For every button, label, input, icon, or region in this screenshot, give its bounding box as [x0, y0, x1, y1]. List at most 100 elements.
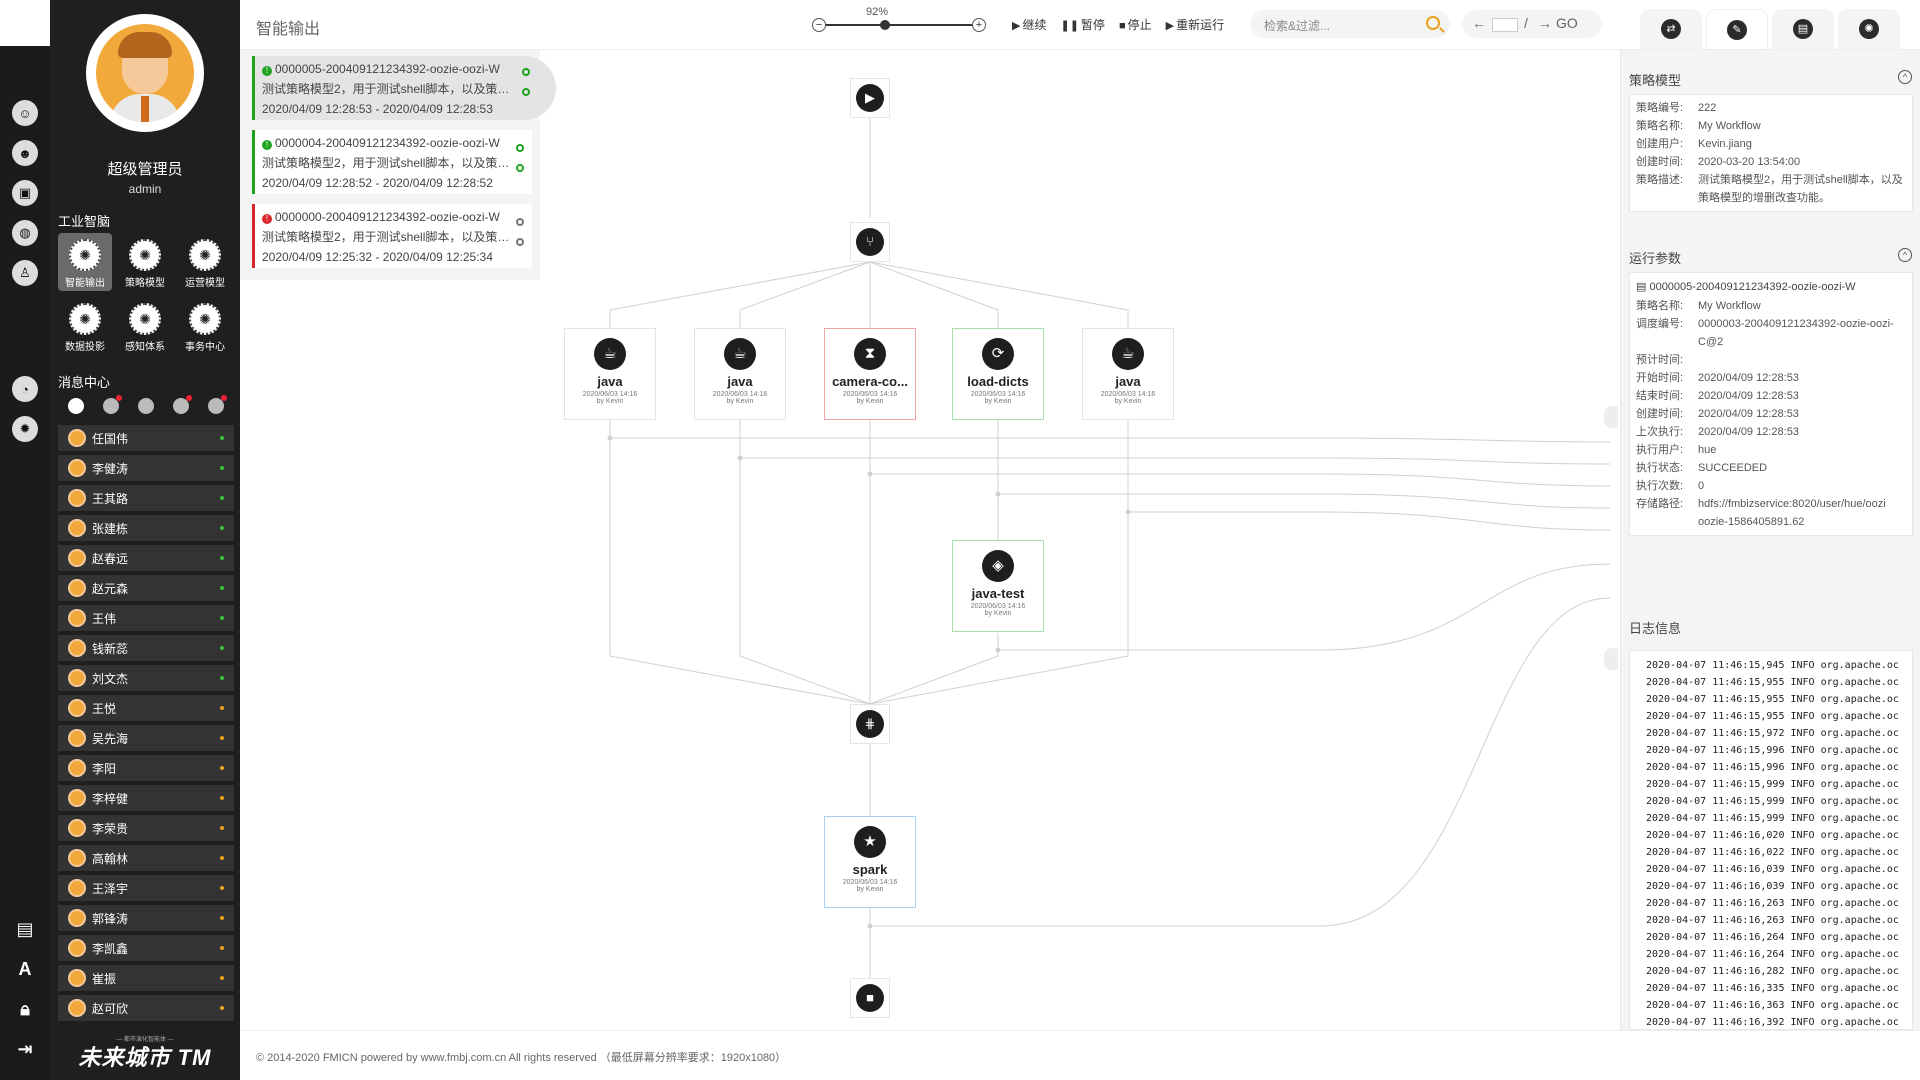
info-icon[interactable] [208, 395, 228, 414]
node-label: java [727, 374, 753, 389]
panel-handle[interactable] [1604, 406, 1618, 428]
contact-item[interactable]: 任国伟 [58, 425, 234, 451]
stop-button[interactable]: ■停止 [1119, 16, 1152, 33]
history-item[interactable]: !0000004-200409121234392-oozie-oozi-W 测试… [252, 130, 532, 194]
workflow-node-camera[interactable]: ⧗ camera-co... 2020/06/03 14:16 by Kevin [824, 328, 916, 420]
module-data-projection[interactable]: ✺数据投影 [58, 297, 112, 355]
brand-subtitle: — 都市演化智能体 — [116, 1037, 174, 1043]
translate-icon[interactable]: A [18, 958, 32, 979]
contact-item[interactable]: 李荣贵 [58, 815, 234, 841]
log-output[interactable]: 2020-04-07 11:46:15,945 INFO org.apache.… [1629, 650, 1913, 1030]
team-icon[interactable]: ☻ [12, 140, 38, 166]
tab-network[interactable]: ✺ [1838, 9, 1900, 49]
contact-name: 刘文杰 [92, 671, 129, 686]
arrow-right-icon[interactable]: → [1538, 15, 1552, 31]
tab-document[interactable]: ▤ [1772, 9, 1834, 49]
workflow-node-java-2[interactable]: ☕︎ java 2020/06/03 14:16 by Kevin [694, 328, 786, 420]
gear-icon[interactable] [522, 68, 530, 76]
pause-button[interactable]: ❚❚暂停 [1060, 16, 1104, 33]
workflow-canvas[interactable]: ▶ ⑂ ☕︎ java 2020/06/03 14:16 by Kevin ☕︎… [240, 50, 1620, 1030]
person-lock-icon[interactable]: ♙ [12, 260, 38, 286]
pause-label: 暂停 [1080, 18, 1105, 32]
collapse-icon[interactable]: ^ [1898, 248, 1912, 262]
history-item[interactable]: !0000000-200409121234392-oozie-oozi-W 测试… [252, 204, 532, 268]
node-label: spark [852, 862, 888, 877]
contact-item[interactable]: 王其路 [58, 485, 234, 511]
module-strategy[interactable]: ✺策略模型 [118, 233, 172, 291]
module-operation[interactable]: ✺运营模型 [178, 233, 232, 291]
contact-name: 李凯鑫 [92, 941, 129, 956]
contact-item[interactable]: 刘文杰 [58, 665, 234, 691]
search-box[interactable]: 检索&过滤... [1250, 10, 1450, 38]
tab-switch[interactable]: ⇄ [1640, 9, 1702, 49]
refresh-icon[interactable] [516, 238, 524, 246]
zoom-in-button[interactable]: + [972, 18, 986, 32]
monitor-icon[interactable]: ▣ [12, 180, 38, 206]
chat-icon[interactable] [67, 398, 84, 414]
avatar[interactable] [96, 24, 194, 122]
group-icon[interactable] [137, 398, 154, 414]
kv-row: 执行状态:SUCCEEDED [1630, 459, 1912, 477]
refresh-icon[interactable] [522, 88, 530, 96]
profile-icon[interactable]: ☺ [12, 100, 38, 126]
contact-item[interactable]: 郭锋涛 [58, 905, 234, 931]
contact-item[interactable]: 李阳 [58, 755, 234, 781]
contact-item[interactable]: 吴先海 [58, 725, 234, 751]
start-node[interactable]: ▶ [850, 78, 890, 118]
globe-icon[interactable]: ◍ [12, 220, 38, 246]
contact-item[interactable]: 王悦 [58, 695, 234, 721]
rerun-button[interactable]: ▶重新运行 [1166, 16, 1224, 33]
zoom-slider-handle[interactable] [880, 20, 890, 30]
contact-item[interactable]: 王伟 [58, 605, 234, 631]
contact-item[interactable]: 崔振 [58, 965, 234, 991]
zoom-control: 92% − + [806, 6, 986, 44]
zoom-out-button[interactable]: − [812, 18, 826, 32]
end-node[interactable]: ■ [850, 978, 890, 1018]
lock-icon[interactable]: 🔒︎ [20, 998, 30, 1019]
contact-item[interactable]: 李健涛 [58, 455, 234, 481]
search-input[interactable]: 检索&过滤... [1264, 19, 1331, 33]
tab-tools[interactable]: ✎ [1706, 9, 1768, 49]
page-input[interactable] [1492, 18, 1518, 32]
contact-item[interactable]: 张建栋 [58, 515, 234, 541]
search-icon[interactable] [1426, 16, 1440, 30]
settings-icon[interactable]: ✹ [12, 416, 38, 442]
contact-item[interactable]: 赵可欣 [58, 995, 234, 1021]
workflow-node-load-dicts[interactable]: ⟳ load-dicts 2020/06/03 14:16 by Kevin [952, 328, 1044, 420]
contact-item[interactable]: 李梓健 [58, 785, 234, 811]
gear-icon[interactable] [516, 144, 524, 152]
panel-handle[interactable] [1604, 648, 1618, 670]
chip-icon[interactable]: ▤ [16, 918, 34, 939]
module-affairs[interactable]: ✺事务中心 [178, 297, 232, 355]
arrow-left-icon[interactable]: ← [1472, 15, 1486, 31]
kv-row: 调度编号:0000003-200409121234392-oozie-oozi-… [1630, 315, 1912, 351]
collapse-icon[interactable]: ^ [1898, 70, 1912, 84]
gear-icon[interactable] [516, 218, 524, 226]
contact-item[interactable]: 钱新蕊 [58, 635, 234, 661]
dashboard-icon[interactable]: ◔ [12, 376, 38, 402]
java-icon: ☕︎ [1112, 338, 1144, 370]
contact-item[interactable]: 赵元森 [58, 575, 234, 601]
go-button[interactable]: GO [1556, 15, 1578, 31]
contact-item[interactable]: 王泽宇 [58, 875, 234, 901]
resume-button[interactable]: ▶继续 [1012, 16, 1046, 33]
join-node[interactable]: ⋕ [850, 704, 890, 744]
fork-node[interactable]: ⑂ [850, 222, 890, 262]
refresh-icon[interactable] [516, 164, 524, 172]
contact-item[interactable]: 李凯鑫 [58, 935, 234, 961]
contact-item[interactable]: 高翰林 [58, 845, 234, 871]
module-perception[interactable]: ✺感知体系 [118, 297, 172, 355]
contact-item[interactable]: 赵春远 [58, 545, 234, 571]
run-actions: ▶继续 ❚❚暂停 ■停止 ▶重新运行 [1012, 16, 1224, 33]
workflow-node-spark[interactable]: ★ spark 2020/06/03 14:16 by Kevin [824, 816, 916, 908]
bell-icon[interactable] [102, 395, 122, 414]
alert-icon[interactable] [173, 395, 193, 414]
history-item[interactable]: !0000005-200409121234392-oozie-oozi-W 测试… [252, 56, 556, 120]
workflow-node-java-3[interactable]: ☕︎ java 2020/06/03 14:16 by Kevin [1082, 328, 1174, 420]
zoom-slider[interactable] [818, 24, 976, 26]
workflow-node-java-test[interactable]: ◈ java-test 2020/06/03 14:16 by Kevin [952, 540, 1044, 632]
logout-icon[interactable]: ⇥ [17, 1038, 33, 1059]
contact-avatar [68, 639, 86, 657]
workflow-node-java-1[interactable]: ☕︎ java 2020/06/03 14:16 by Kevin [564, 328, 656, 420]
module-output[interactable]: ✺智能输出 [58, 233, 112, 291]
